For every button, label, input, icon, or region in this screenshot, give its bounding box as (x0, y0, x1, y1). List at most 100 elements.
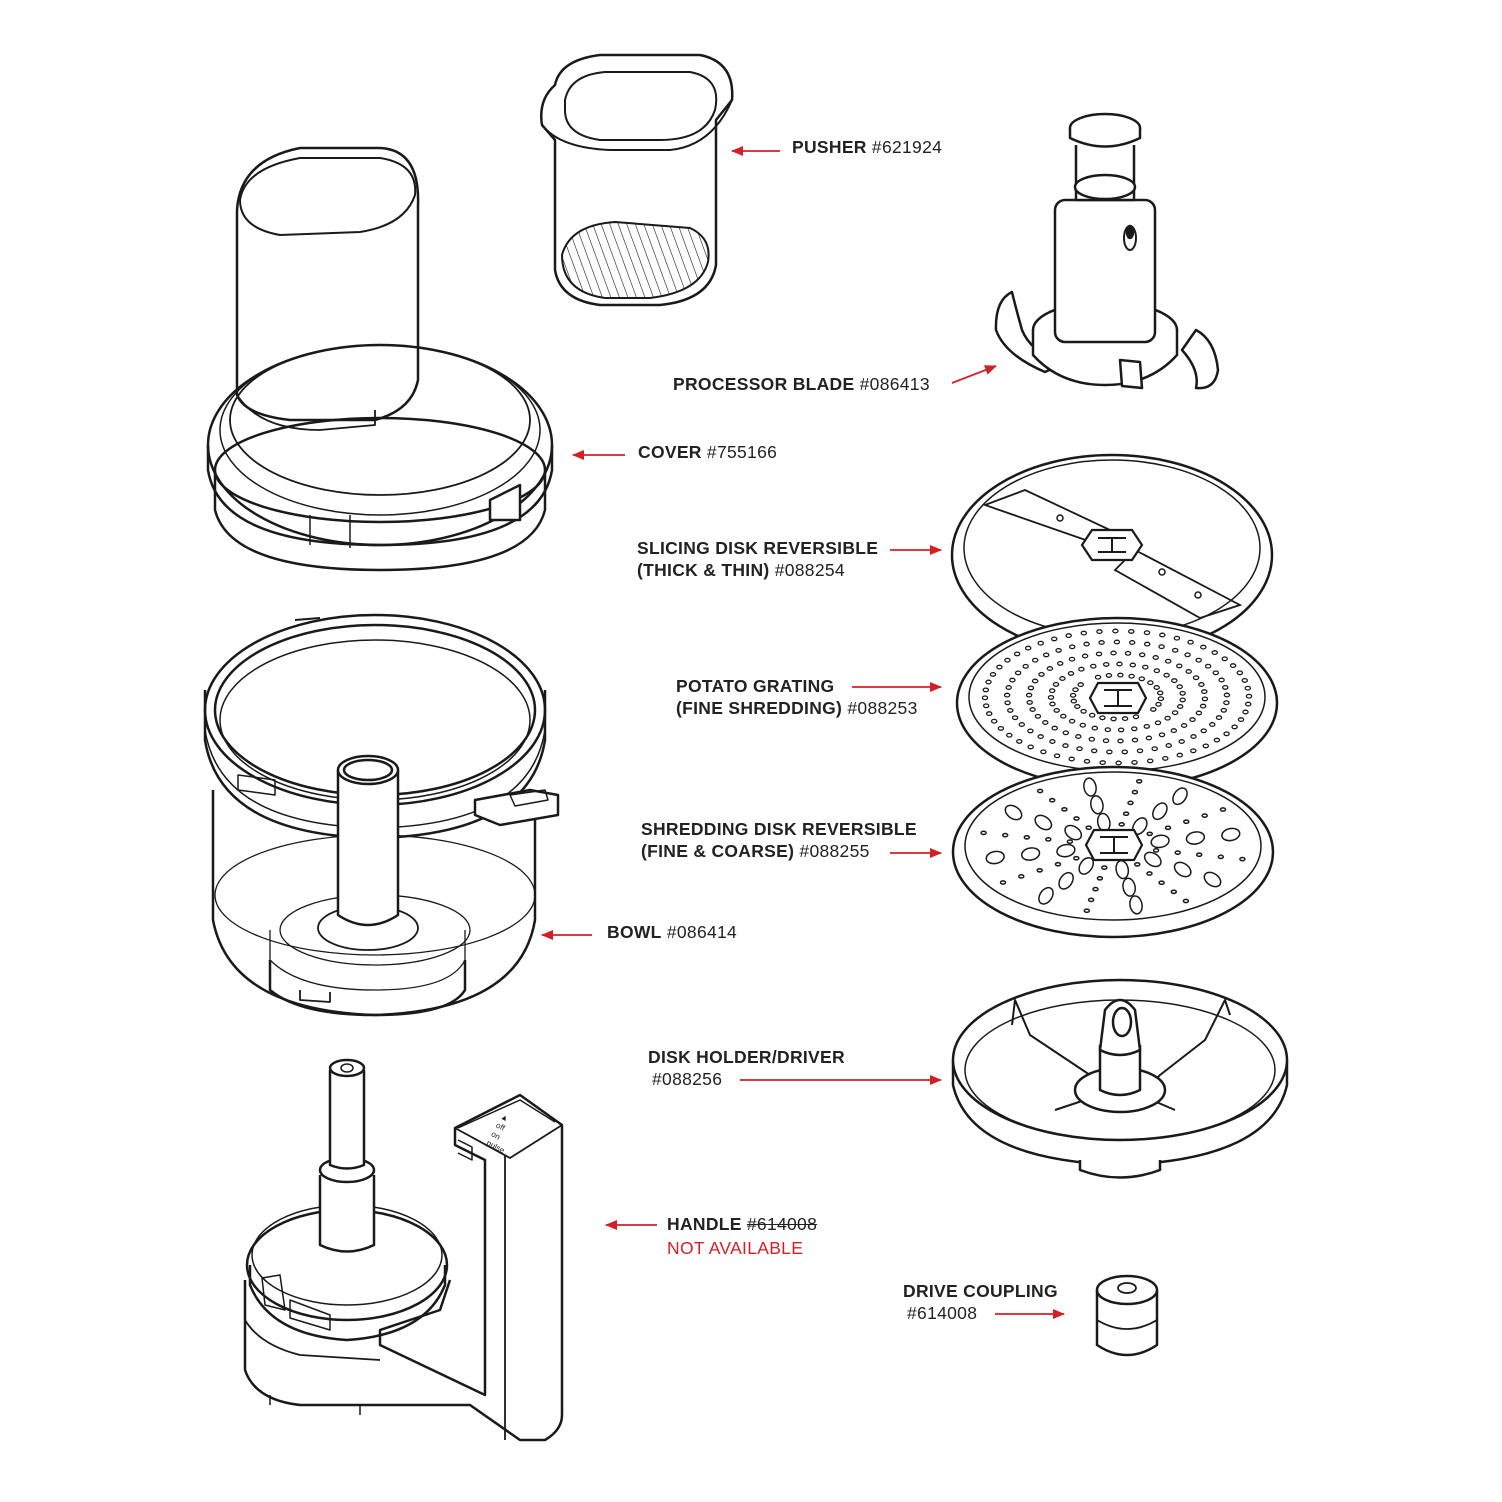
grating-hole (1212, 651, 1217, 655)
grating-hole (1146, 736, 1151, 740)
grating-hole (1028, 745, 1033, 749)
coarse-shred-hole (1121, 877, 1136, 897)
grating-hole (1052, 637, 1057, 641)
grating-hole (1081, 710, 1086, 714)
coarse-shred-hole (1128, 895, 1143, 915)
fine-shred-hole (1221, 808, 1226, 811)
grating-hole (1075, 705, 1080, 709)
grating-hole (1043, 721, 1048, 725)
grating-hole (1224, 693, 1229, 697)
grating-hole (1224, 732, 1229, 736)
grating-hole (1143, 665, 1148, 669)
grating-hole (1016, 671, 1021, 675)
grating-hole (1038, 641, 1043, 645)
coarse-shred-hole (1003, 802, 1025, 822)
grating-hole (1070, 719, 1075, 723)
grating-hole (1177, 685, 1182, 689)
grating-hole (1188, 640, 1193, 644)
bowl-number: #086414 (666, 922, 738, 942)
grating-hole (1221, 709, 1226, 713)
grating-hole (1191, 735, 1196, 739)
processor-blade-label: PROCESSOR BLADE #086413 (673, 373, 930, 395)
arrow-processor-blade (951, 365, 997, 384)
grating-hole (1060, 677, 1065, 681)
grating-hole (1223, 686, 1228, 690)
grating-hole (1210, 723, 1215, 727)
grating-hole (1125, 652, 1130, 656)
grating-hole (1070, 645, 1075, 649)
fine-shred-hole (1038, 789, 1043, 792)
grating-hole (1027, 701, 1032, 705)
grating-hole (1068, 672, 1073, 676)
fine-shred-hole (1171, 890, 1176, 893)
coarse-shred-hole (1089, 795, 1104, 815)
grating-hole (1107, 750, 1112, 754)
fine-shred-hole (1240, 858, 1245, 861)
fine-shred-hole (1202, 814, 1207, 817)
fine-shred-hole (1102, 866, 1107, 869)
disk-holder-part (953, 980, 1287, 1178)
grating-hole (983, 688, 988, 692)
grating-hole (1052, 726, 1057, 730)
grating-hole (1202, 690, 1207, 694)
fine-shred-hole (1124, 812, 1129, 815)
fine-shred-hole (1003, 834, 1008, 837)
grating-hole (1165, 716, 1170, 720)
grating-hole (1196, 658, 1201, 662)
grating-hole (1130, 663, 1135, 667)
fine-shred-hole (1019, 875, 1024, 878)
coarse-shred-hole (1185, 830, 1205, 845)
grating-hole (1017, 740, 1022, 744)
grating-hole (1191, 749, 1196, 753)
grating-hole (1076, 735, 1081, 739)
grating-hole (1050, 740, 1055, 744)
grating-hole (1140, 653, 1145, 657)
potato-grating-name-line2: (FINE SHREDDING) (676, 698, 843, 718)
slicing-disk-name-line1: SLICING DISK REVERSIBLE (637, 538, 879, 558)
grating-hole (1132, 738, 1137, 742)
grating-hole (1246, 702, 1251, 706)
grating-hole (1047, 667, 1052, 671)
shredding-holes (981, 777, 1245, 915)
grating-hole (1027, 693, 1032, 697)
grating-hole (1073, 688, 1078, 692)
slicing-disk-name-line2: (THICK & THIN) (637, 560, 770, 580)
coarse-shred-hole (1076, 855, 1096, 877)
coarse-shred-hole (1150, 800, 1170, 822)
grating-hole (1007, 733, 1012, 737)
grating-hole (1144, 725, 1149, 729)
fine-shred-hole (981, 831, 986, 834)
cover-part (208, 148, 552, 570)
grating-hole (1028, 686, 1033, 690)
grating-hole (992, 719, 997, 723)
disk-holder-name: DISK HOLDER/DRIVER (648, 1047, 845, 1067)
grating-hole (1071, 699, 1076, 703)
grating-hole (1038, 735, 1043, 739)
grating-hole (986, 680, 991, 684)
grating-hole (1177, 753, 1182, 757)
grating-hole (1166, 659, 1171, 663)
bowl-name: BOWL (607, 922, 662, 942)
grating-hole (1137, 749, 1142, 753)
grating-hole (1186, 670, 1191, 674)
grating-hole (1237, 671, 1242, 675)
grating-hole (1044, 653, 1049, 657)
grating-hole (1152, 747, 1157, 751)
grating-hole (1023, 665, 1028, 669)
disk-holder-label: DISK HOLDER/DRIVER #088256 (648, 1046, 845, 1090)
grating-hole (1232, 725, 1237, 729)
grating-hole (1155, 721, 1160, 725)
fine-shred-hole (1119, 823, 1124, 826)
coarse-shred-hole (1170, 785, 1190, 807)
grating-hole (1058, 662, 1063, 666)
grating-hole (1246, 694, 1251, 698)
fine-shred-hole (1197, 853, 1202, 856)
grating-hole (1104, 663, 1109, 667)
shredding-disk-number: #088255 (799, 841, 870, 861)
grating-hole (1079, 667, 1084, 671)
grating-hole (1151, 708, 1156, 712)
drive-coupling-number: #614008 (907, 1303, 978, 1323)
grating-hole (1033, 658, 1038, 662)
grating-hole (1039, 673, 1044, 677)
fine-shred-hole (1056, 863, 1061, 866)
